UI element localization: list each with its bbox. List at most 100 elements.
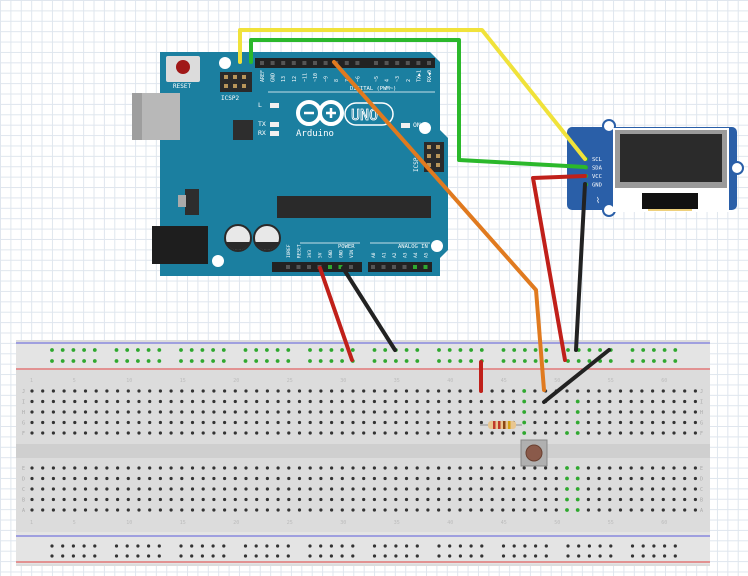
breadboard-hole[interactable]	[223, 399, 227, 404]
rail-hole[interactable]	[512, 359, 517, 363]
breadboard-hole[interactable]	[158, 497, 162, 502]
breadboard-hole[interactable]	[415, 466, 419, 470]
breadboard-hole[interactable]	[308, 420, 312, 425]
rail-hole[interactable]	[652, 348, 656, 352]
breadboard-hole[interactable]	[693, 476, 698, 481]
rail-hole[interactable]	[662, 359, 667, 363]
breadboard-hole[interactable]	[223, 389, 227, 393]
breadboard-hole[interactable]	[62, 508, 66, 512]
breadboard-hole[interactable]	[597, 497, 601, 502]
breadboard-hole[interactable]	[94, 431, 98, 435]
breadboard-hole[interactable]	[544, 508, 548, 512]
breadboard-hole[interactable]	[351, 508, 355, 512]
breadboard-hole[interactable]	[404, 466, 409, 470]
breadboard-hole[interactable]	[565, 399, 569, 404]
breadboard-hole[interactable]	[501, 497, 505, 502]
pushbutton-cap[interactable]	[525, 444, 543, 462]
breadboard-hole[interactable]	[404, 420, 409, 425]
rail-hole[interactable]	[211, 554, 215, 558]
breadboard-hole[interactable]	[94, 389, 98, 393]
breadboard-hole[interactable]	[51, 431, 56, 435]
rail-hole[interactable]	[598, 544, 602, 548]
breadboard-hole[interactable]	[223, 410, 227, 414]
breadboard-hole[interactable]	[597, 389, 601, 393]
rail-hole[interactable]	[512, 554, 516, 558]
rail-hole[interactable]	[501, 359, 506, 363]
breadboard-hole[interactable]	[105, 431, 109, 435]
rail-hole[interactable]	[641, 348, 646, 352]
rail-hole[interactable]	[319, 544, 323, 548]
breadboard-hole[interactable]	[362, 399, 366, 404]
breadboard-hole[interactable]	[629, 487, 633, 491]
rail-hole[interactable]	[447, 359, 452, 363]
rail-hole[interactable]	[71, 359, 76, 363]
breadboard-hole[interactable]	[415, 487, 419, 491]
breadboard-hole[interactable]	[169, 431, 173, 435]
breadboard-hole[interactable]	[437, 389, 441, 393]
breadboard-hole[interactable]	[404, 389, 409, 393]
rail-hole[interactable]	[544, 359, 549, 363]
breadboard-hole[interactable]	[447, 410, 451, 414]
rail-hole[interactable]	[383, 348, 388, 352]
breadboard-hole[interactable]	[83, 487, 88, 491]
pushbutton[interactable]	[520, 439, 548, 467]
breadboard-hole[interactable]	[116, 389, 120, 393]
breadboard-hole[interactable]	[201, 420, 205, 425]
breadboard-hole[interactable]	[105, 466, 109, 470]
rail-hole[interactable]	[641, 554, 645, 558]
breadboard-hole[interactable]	[169, 410, 173, 414]
rail-hole[interactable]	[351, 544, 355, 548]
rail-hole[interactable]	[82, 359, 86, 363]
breadboard-hole[interactable]	[126, 410, 130, 414]
rail-hole[interactable]	[286, 359, 291, 363]
rail-hole[interactable]	[340, 359, 344, 363]
breadboard-hole[interactable]	[533, 476, 537, 481]
rail-hole[interactable]	[383, 554, 387, 558]
breadboard-hole[interactable]	[404, 399, 409, 404]
breadboard-hole[interactable]	[618, 466, 623, 470]
breadboard-hole[interactable]	[394, 420, 398, 425]
analog-pin-a1[interactable]	[381, 265, 386, 269]
breadboard-hole[interactable]	[180, 431, 184, 435]
rail-hole[interactable]	[265, 348, 269, 352]
rail-hole[interactable]	[318, 348, 323, 352]
breadboard-hole[interactable]	[297, 410, 302, 414]
breadboard-hole[interactable]	[586, 399, 591, 404]
breadboard-hole[interactable]	[372, 399, 376, 404]
breadboard-hole[interactable]	[383, 399, 387, 404]
rail-hole[interactable]	[576, 359, 581, 363]
power-pin-vin[interactable]	[349, 265, 353, 269]
breadboard-hole[interactable]	[437, 487, 441, 491]
breadboard-hole[interactable]	[169, 420, 173, 425]
breadboard-hole[interactable]	[426, 508, 430, 512]
breadboard-hole[interactable]	[158, 431, 162, 435]
oled-gnd-wire[interactable]	[574, 182, 587, 352]
rail-hole[interactable]	[319, 554, 323, 558]
breadboard-hole[interactable]	[565, 508, 569, 512]
breadboard-hole[interactable]	[586, 487, 591, 491]
rail-hole[interactable]	[211, 359, 216, 363]
breadboard-hole[interactable]	[308, 476, 312, 481]
breadboard-hole[interactable]	[394, 466, 398, 470]
breadboard-hole[interactable]	[233, 508, 237, 512]
breadboard-hole[interactable]	[223, 508, 227, 512]
breadboard-hole[interactable]	[554, 399, 558, 404]
breadboard-hole[interactable]	[618, 487, 623, 491]
breadboard-hole[interactable]	[394, 508, 398, 512]
breadboard-hole[interactable]	[661, 431, 665, 435]
breadboard-hole[interactable]	[73, 410, 77, 414]
breadboard-hole[interactable]	[265, 399, 269, 404]
breadboard-hole[interactable]	[158, 410, 162, 414]
breadboard-hole[interactable]	[319, 487, 323, 491]
breadboard-hole[interactable]	[244, 399, 248, 404]
breadboard-hole[interactable]	[233, 497, 237, 502]
breadboard-hole[interactable]	[190, 476, 195, 481]
breadboard-hole[interactable]	[340, 466, 344, 470]
rail-hole[interactable]	[60, 348, 65, 352]
breadboard-hole[interactable]	[51, 508, 56, 512]
breadboard-hole[interactable]	[544, 476, 548, 481]
breadboard-hole[interactable]	[297, 466, 302, 470]
breadboard-hole[interactable]	[672, 420, 676, 425]
rail-hole[interactable]	[662, 348, 667, 352]
breadboard-hole[interactable]	[640, 466, 644, 470]
